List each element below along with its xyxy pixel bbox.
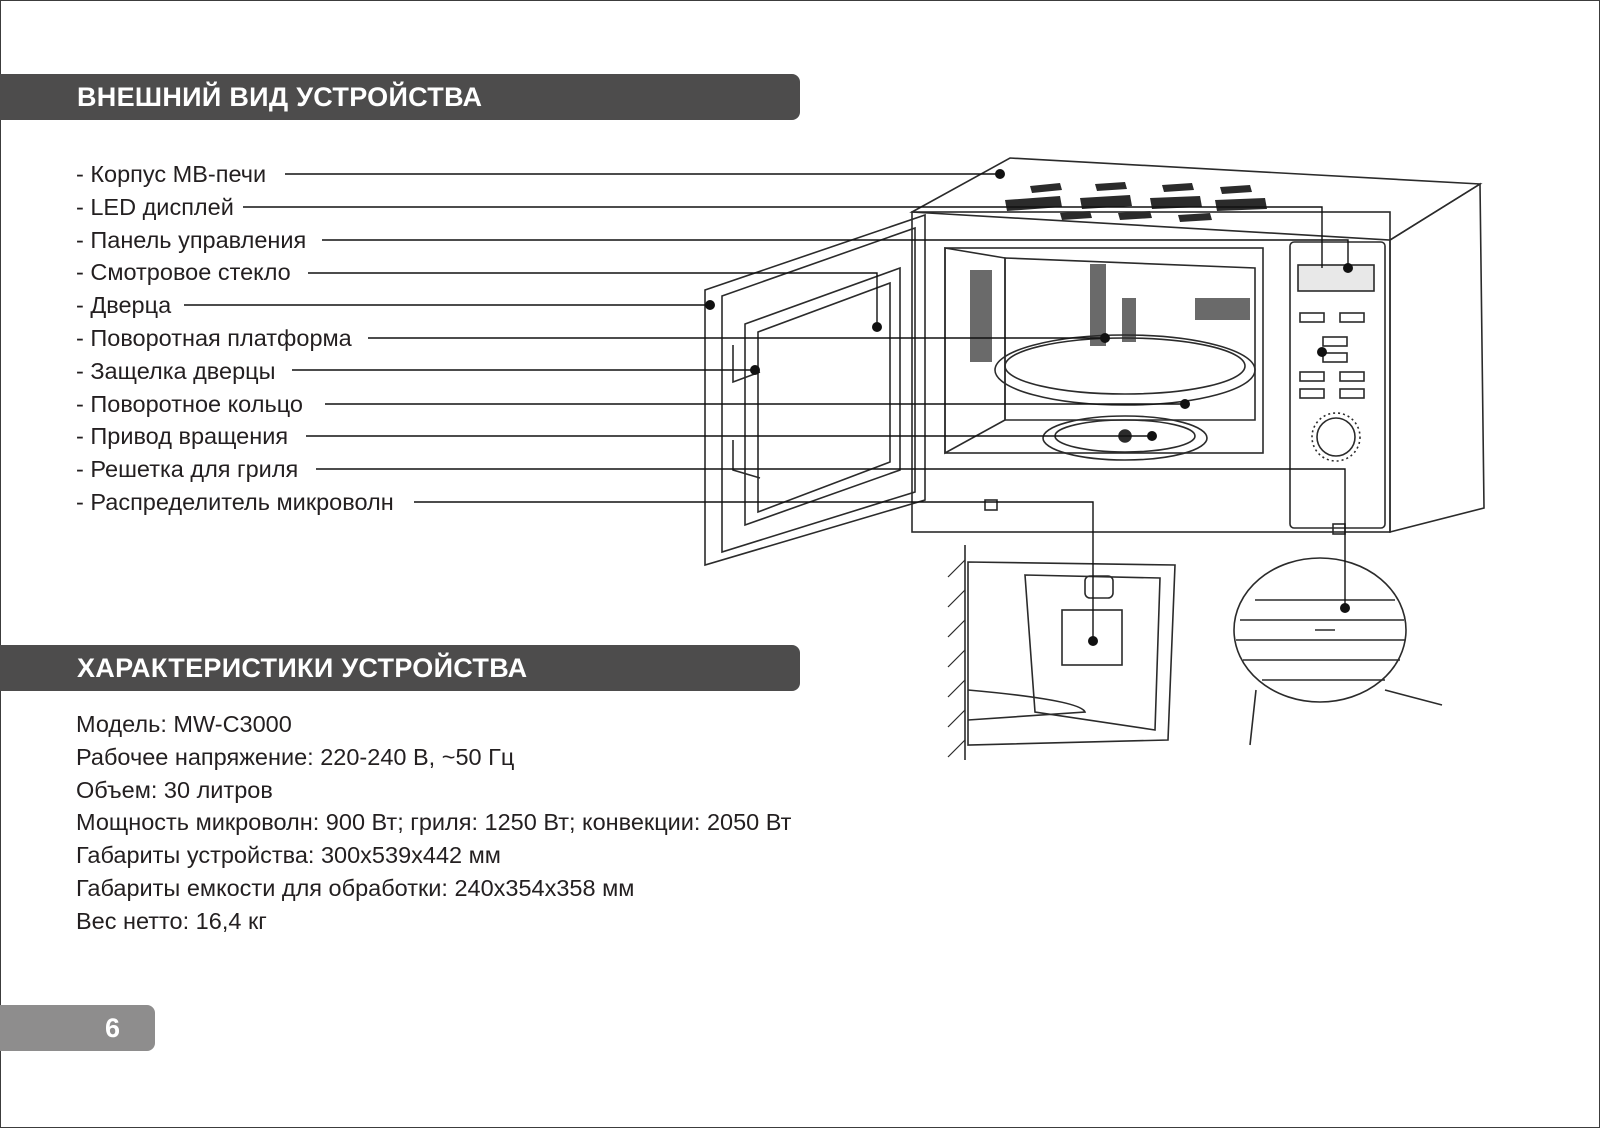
component-label: - Смотровое стекло xyxy=(76,259,291,286)
page-number: 6 xyxy=(0,1005,155,1051)
spec-line: Габариты устройства: 300х539х442 мм xyxy=(76,842,501,869)
component-label: - Поворотное кольцо xyxy=(76,390,303,417)
spec-line: Объем: 30 литров xyxy=(76,776,273,803)
component-label: - Корпус МВ-печи xyxy=(76,161,267,187)
door-latch xyxy=(732,345,761,479)
spec-line: Модель: MW-C3000 xyxy=(76,711,292,737)
component-label: - Распределитель микроволн xyxy=(76,488,394,515)
top-vents xyxy=(1005,182,1267,222)
component-label: - Решетка для гриля xyxy=(76,456,299,483)
roller-ring xyxy=(1042,415,1208,461)
door xyxy=(704,213,926,567)
oven-front xyxy=(911,211,1391,533)
leader-lines xyxy=(184,173,1349,641)
grill-rack-detail xyxy=(1233,557,1443,746)
component-label: - LED дисплей xyxy=(76,193,234,220)
spec-line: Габариты емкости для обработки: 240х354х… xyxy=(76,874,635,901)
control-knob xyxy=(1316,417,1356,457)
component-label: - Привод вращения xyxy=(76,423,289,450)
control-panel xyxy=(1289,241,1386,529)
turntable-plate xyxy=(994,334,1256,406)
cavity-vents xyxy=(970,264,1250,362)
spec-line: Мощность микроволн: 900 Вт; гриля: 1250 … xyxy=(76,809,792,836)
viewing-window xyxy=(744,266,901,527)
spec-list: Модель: MW-C3000 Рабочее напряжение: 220… xyxy=(76,708,791,938)
component-label: - Защелка дверцы xyxy=(76,357,276,384)
panel-buttons xyxy=(1299,312,1365,399)
leader-dots xyxy=(705,169,1353,646)
waveguide-detail xyxy=(947,545,1176,760)
section-title-specs: ХАРАКТЕРИСТИКИ УСТРОЙСТВА xyxy=(0,645,800,691)
oven-side xyxy=(1389,182,1485,534)
led-display xyxy=(1297,264,1375,292)
component-label: - Дверца xyxy=(76,292,172,319)
component-label: - Панель управления xyxy=(76,226,307,253)
component-label-list: - Корпус МВ-печи - LED дисплей - Панель … xyxy=(76,158,394,519)
spec-line: Вес нетто: 16,4 кг xyxy=(76,907,267,934)
spec-line: Рабочее напряжение: 220-240 В, ~50 Гц xyxy=(76,743,515,770)
section-title-appearance: ВНЕШНИЙ ВИД УСТРОЙСТВА xyxy=(0,74,800,120)
component-label: - Поворотная платформа xyxy=(76,324,352,351)
